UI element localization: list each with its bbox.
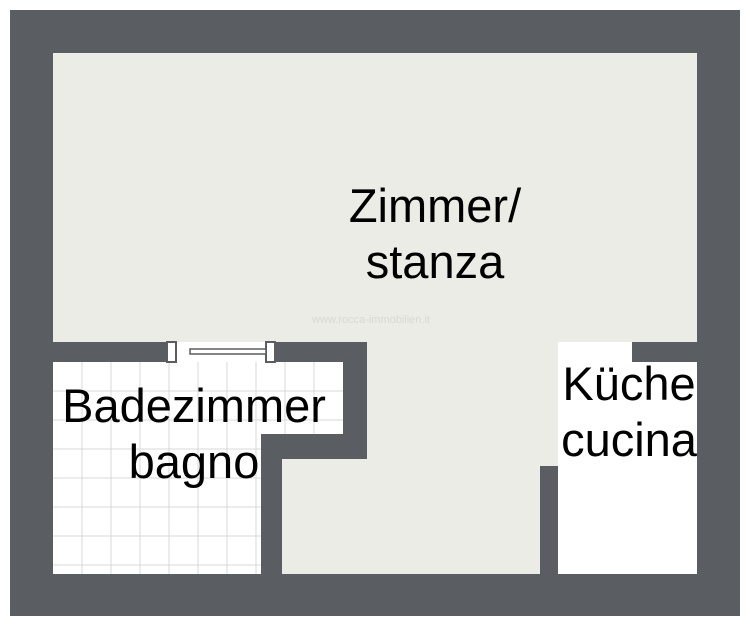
door-jamb-left [166, 341, 177, 363]
bathroom-floor [53, 362, 343, 574]
room-label-bad: Badezimmer bagno [44, 378, 344, 490]
room-label-kueche-line2: cucina [561, 413, 697, 466]
sliding-door-panel [189, 348, 267, 355]
room-label-zimmer-line1: Zimmer/ [348, 179, 522, 232]
watermark: www.rocca-immobilien.it [312, 314, 430, 326]
kitchen-floor [558, 362, 697, 574]
bathroom-wall-lower [261, 434, 282, 574]
room-label-zimmer-line2: stanza [365, 235, 505, 288]
main-room-floor [53, 53, 697, 342]
door-jamb-right [265, 341, 276, 363]
room-label-kueche-line1: Küche [562, 357, 696, 410]
kitchen-opening [540, 342, 558, 466]
tile-grid [53, 362, 343, 574]
kitchen-floor-top [558, 342, 632, 362]
room-label-kueche: Küche cucina [552, 356, 706, 468]
room-label-bad-line2: bagno [128, 435, 260, 488]
room-label-bad-line1: Badezimmer [62, 379, 326, 432]
corridor-floor-upper [367, 342, 540, 343]
room-label-zimmer: Zimmer/ stanza [320, 178, 550, 290]
kitchen-wall-top [632, 342, 697, 362]
